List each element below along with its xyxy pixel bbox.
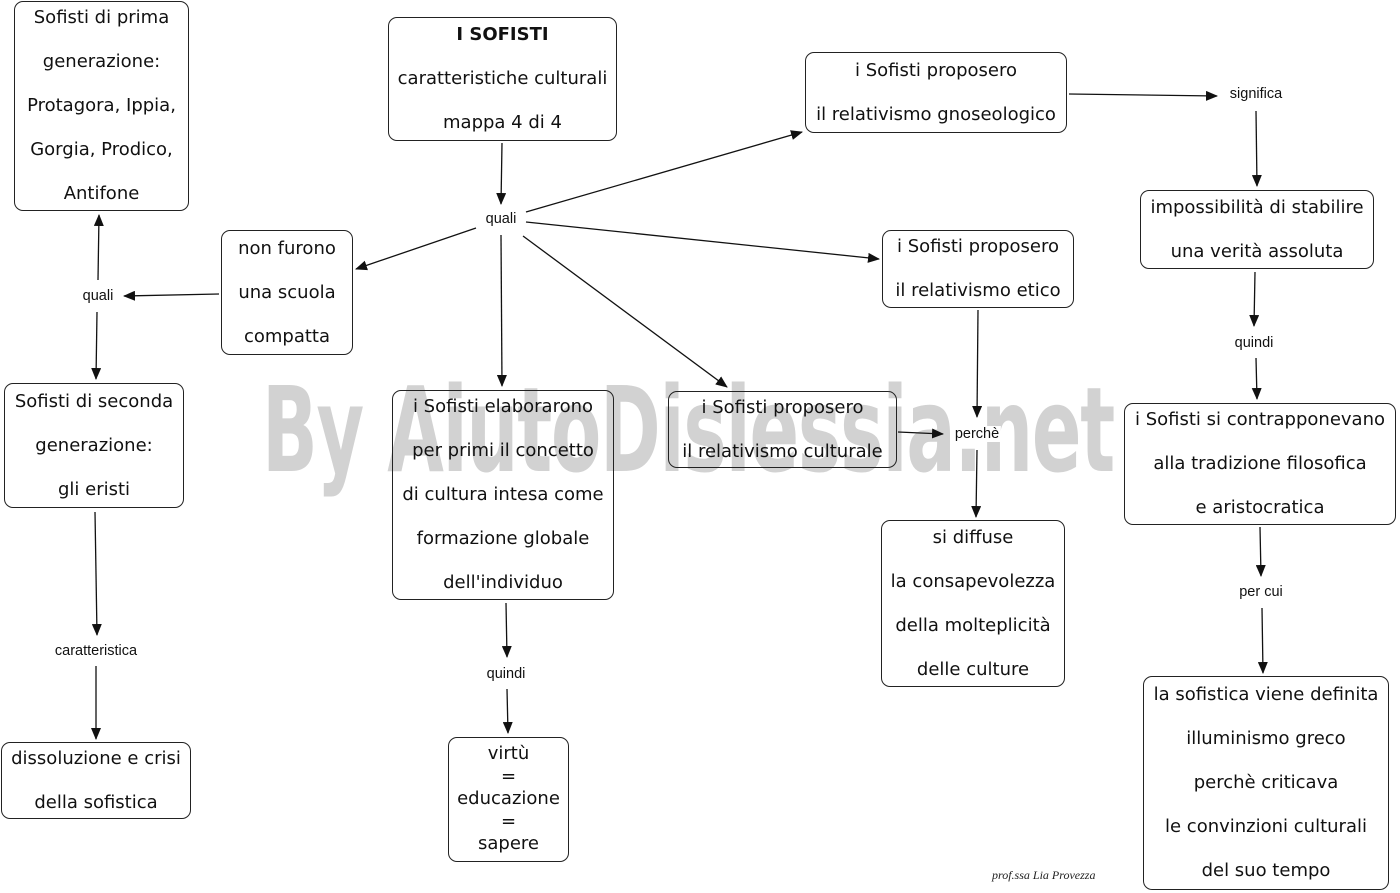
link-label-quali: quali	[483, 211, 519, 227]
node-line: una scuola	[238, 281, 336, 303]
node-virtu: virtù = educazione = sapere	[448, 737, 569, 862]
arrow-quali-to-rel-etico	[525, 221, 880, 263]
node-line: =	[500, 810, 517, 832]
node-line: generazione:	[42, 51, 161, 72]
node-line: Antifone	[63, 183, 140, 204]
node-non-furono-scuola: non furono una scuola compatta	[221, 230, 353, 355]
arrow-gnoseologico-to-significa	[1068, 90, 1218, 101]
node-line: dell'individuo	[443, 572, 563, 593]
node-line: del suo tempo	[1201, 860, 1331, 881]
link-label-quindi-virtu: quindi	[484, 666, 528, 682]
arrow-quali-to-rel-gnoseologico	[525, 130, 803, 213]
link-label-quali-left: quali	[80, 288, 116, 304]
node-prima-generazione: Sofisti di prima generazione: Protagora,…	[14, 1, 189, 211]
node-line: gli eristi	[57, 478, 131, 500]
node-seconda-generazione: Sofisti di seconda generazione: gli eris…	[4, 383, 184, 508]
node-line: Gorgia, Prodico,	[30, 139, 173, 160]
node-impossibilita-verita: impossibilità di stabilire una verità as…	[1140, 190, 1374, 269]
node-line: e aristocratica	[1195, 497, 1325, 518]
node-line: alla tradizione filosofica	[1153, 453, 1367, 474]
node-relativismo-gnoseologico: i Sofisti proposero il relativismo gnose…	[805, 52, 1067, 133]
node-title: I SOFISTI caratteristiche culturali mapp…	[388, 17, 617, 141]
link-label-per-cui: per cui	[1237, 584, 1285, 600]
link-label-quindi-right: quindi	[1232, 335, 1276, 351]
arrow-perche-to-molteplicita	[971, 449, 982, 518]
node-molteplicita-culture: si diffuse la consapevolezza della molte…	[881, 520, 1065, 687]
node-line: il relativismo culturale	[682, 440, 883, 462]
arrow-concetto-to-quindi	[501, 602, 512, 658]
link-label-perche: perchè	[952, 426, 1002, 442]
node-line: virtù	[487, 743, 530, 765]
arrow-quali-to-rel-culturale	[522, 235, 728, 388]
arrow-significa-to-impossibilita	[1251, 110, 1262, 187]
link-label-significa: significa	[1227, 86, 1285, 102]
node-line: i Sofisti proposero	[701, 396, 864, 418]
node-line: la sofistica viene definita	[1153, 684, 1379, 705]
node-relativismo-etico: i Sofisti proposero il relativismo etico	[882, 230, 1074, 308]
node-line: formazione globale	[416, 528, 590, 549]
node-line: della sofistica	[34, 791, 158, 813]
node-line: caratteristiche culturali	[397, 68, 608, 89]
node-line: sapere	[478, 833, 539, 855]
node-line: Sofisti di prima	[33, 7, 170, 28]
node-line: si diffuse	[932, 526, 1014, 548]
node-concetto-cultura: i Sofisti elaborarono per primi il conce…	[392, 390, 614, 600]
arrow-quali-left-to-prima-gen	[93, 214, 104, 281]
arrow-title-to-quali	[496, 142, 507, 205]
arrow-quali-to-non-scuola	[355, 227, 477, 271]
node-line: della molteplicità	[895, 614, 1051, 636]
arrow-rel-culturale-to-perche	[897, 428, 944, 439]
node-line: non furono	[238, 237, 336, 259]
arrow-quali-to-concetto	[496, 234, 507, 387]
arrow-seconda-gen-to-caratteristica	[91, 511, 102, 636]
node-line: per primi il concetto	[412, 440, 594, 461]
node-line: compatta	[243, 325, 331, 347]
node-line: educazione	[457, 788, 560, 810]
node-line: il relativismo gnoseologico	[816, 103, 1056, 125]
arrow-quindi-to-virtu	[502, 688, 513, 734]
node-line: la consapevolezza	[890, 570, 1056, 592]
node-line: i Sofisti proposero	[896, 236, 1059, 257]
node-line: =	[500, 765, 517, 787]
node-line: mappa 4 di 4	[443, 112, 562, 133]
node-line: le convinzioni culturali	[1165, 816, 1367, 837]
node-line: illuminismo greco	[1186, 728, 1346, 749]
node-line: generazione:	[35, 434, 153, 456]
node-line: di cultura intesa come	[402, 484, 604, 505]
node-line: il relativismo etico	[895, 280, 1061, 301]
node-contrapponevano: i Sofisti si contrapponevano alla tradiz…	[1124, 403, 1396, 525]
arrow-contrapponevano-to-per-cui	[1255, 526, 1266, 577]
node-line: una verità assoluta	[1170, 240, 1344, 262]
node-line: Sofisti di seconda	[14, 390, 174, 412]
arrow-rel-etico-to-perche	[972, 309, 983, 418]
arrow-quindi-to-contrapponevano	[1251, 357, 1262, 400]
author-signature: prof.ssa Lia Provezza	[992, 868, 1096, 882]
node-line: i Sofisti proposero	[854, 59, 1017, 81]
node-line: i Sofisti elaborarono	[412, 396, 594, 417]
arrow-per-cui-to-illuminismo	[1257, 607, 1268, 674]
node-line: delle culture	[916, 658, 1030, 680]
link-label-caratteristica: caratteristica	[52, 643, 140, 659]
node-relativismo-culturale: i Sofisti proposero il relativismo cultu…	[668, 391, 897, 468]
node-illuminismo-greco: la sofistica viene definita illuminismo …	[1143, 676, 1389, 890]
arrow-impossibilita-to-quindi	[1249, 271, 1260, 327]
node-line: dissoluzione e crisi	[11, 747, 181, 769]
title-heading: I SOFISTI	[456, 24, 549, 45]
node-line: i Sofisti si contrapponevano	[1134, 409, 1385, 430]
node-line: impossibilità di stabilire	[1150, 196, 1364, 218]
arrow-quali-left-to-seconda-gen	[91, 311, 102, 380]
node-line: perchè criticava	[1193, 772, 1339, 793]
node-line: Protagora, Ippia,	[27, 95, 176, 116]
arrow-non-scuola-to-quali-left	[123, 290, 220, 301]
node-dissoluzione: dissoluzione e crisi della sofistica	[1, 742, 191, 819]
